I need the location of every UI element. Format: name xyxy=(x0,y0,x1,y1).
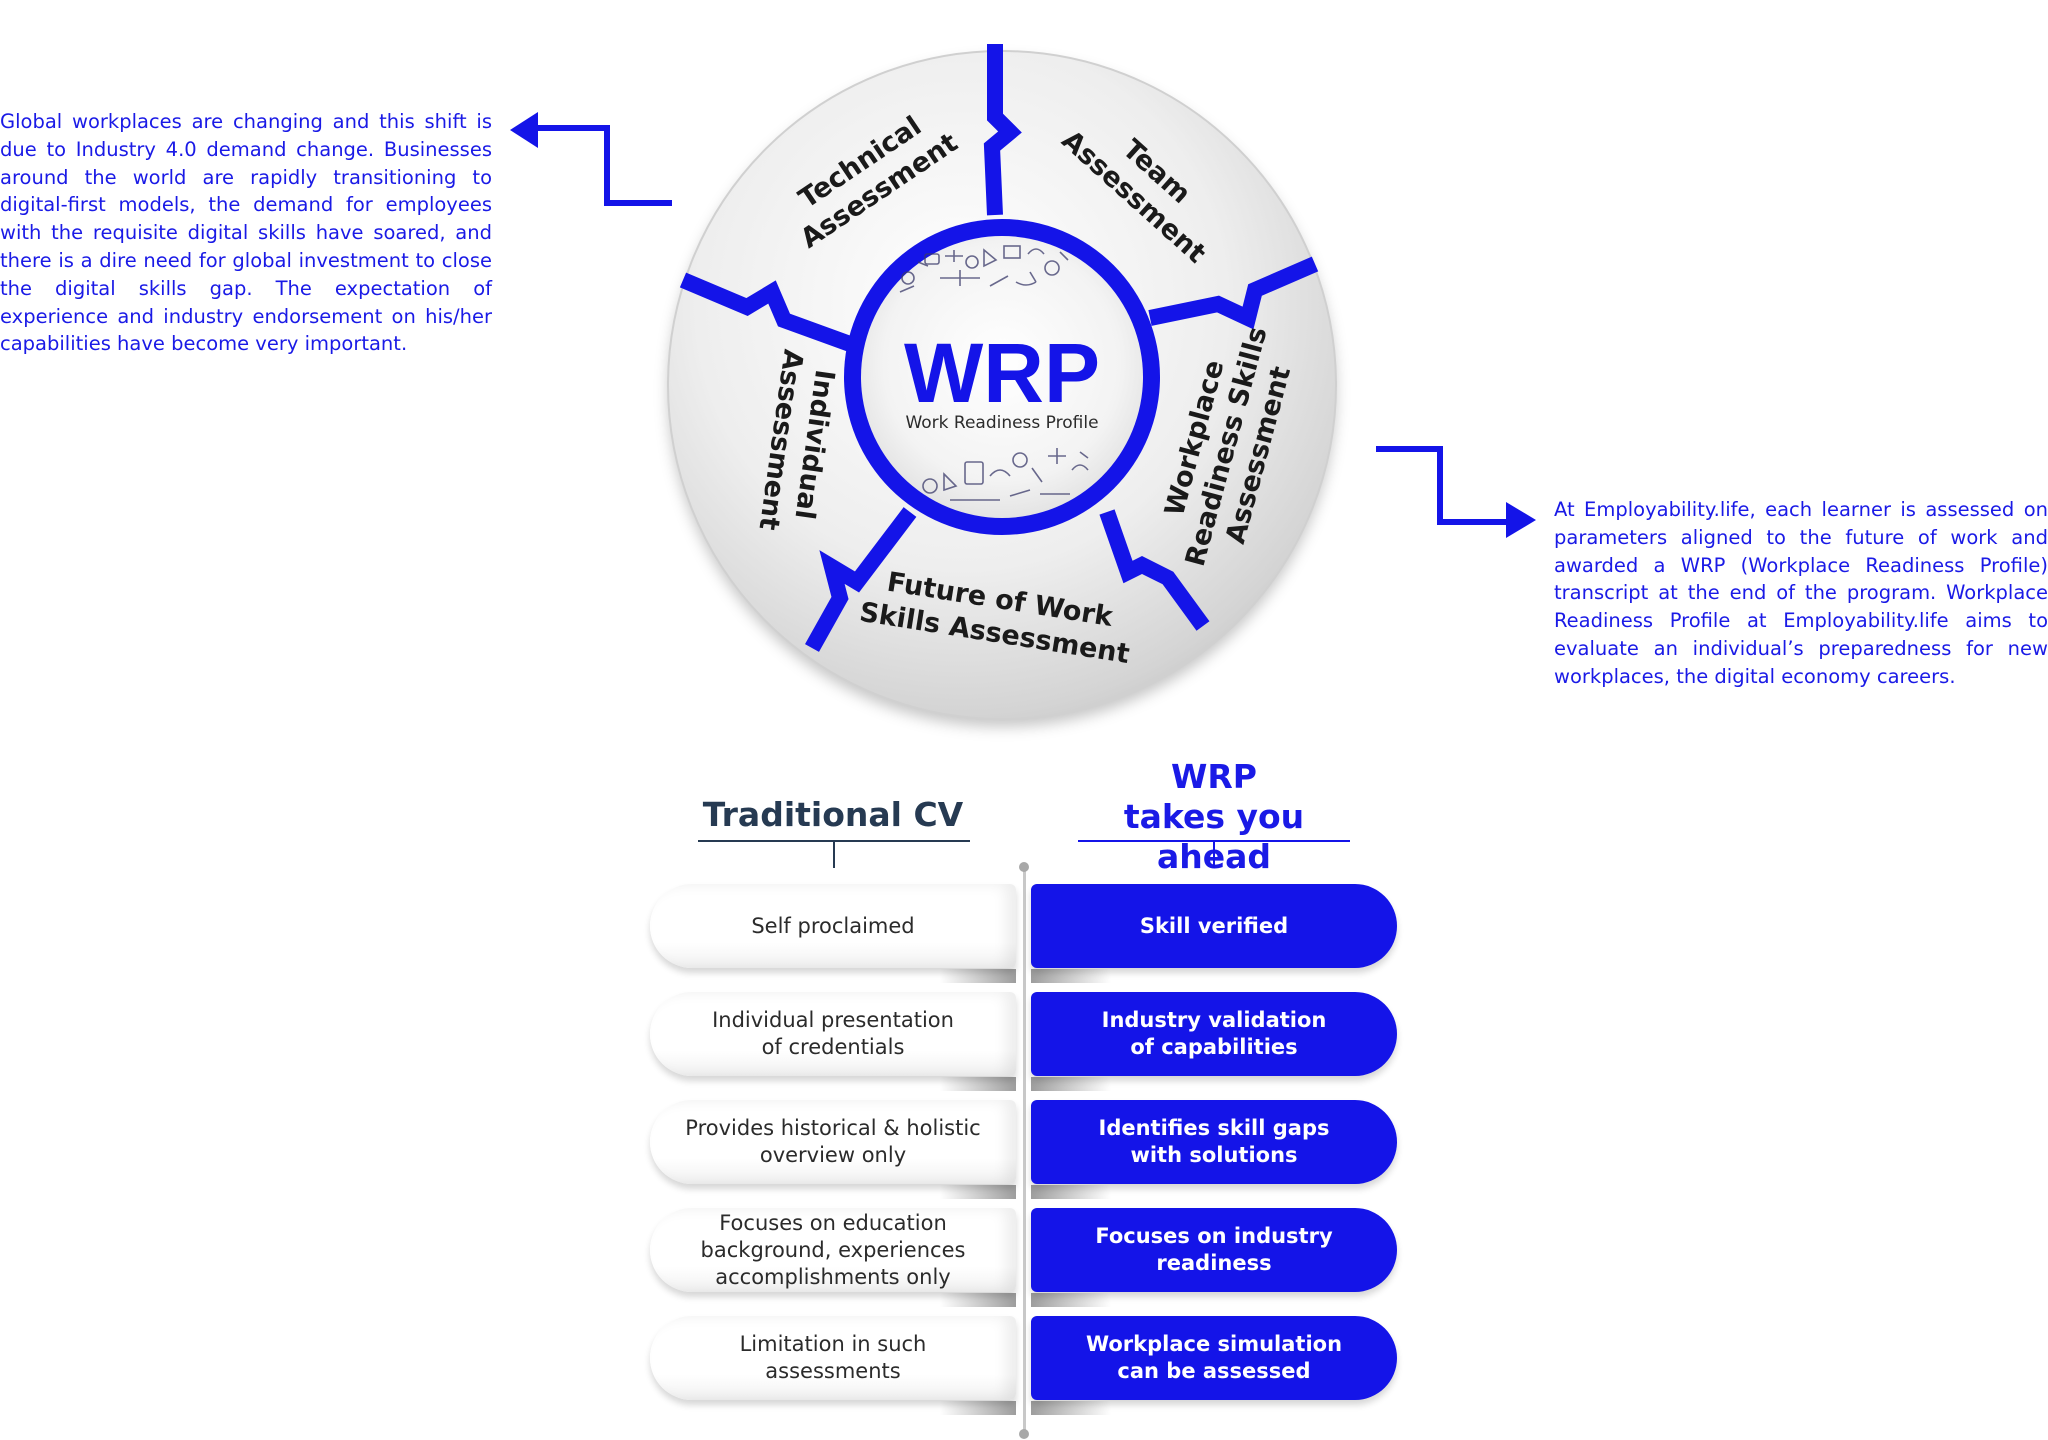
wrp-center-title: WRP xyxy=(904,326,1100,420)
wrp-center-subtitle: Work Readiness Profile xyxy=(905,413,1098,433)
card-shadow-tab xyxy=(1031,1401,1111,1415)
cv-card-individual-presentation: Individual presentation of credentials xyxy=(650,992,1016,1076)
wrp-heading-line1: WRP xyxy=(1171,757,1257,796)
wrp-card-industry-validation: Industry validation of capabilities xyxy=(1031,992,1397,1076)
card-shadow-tab xyxy=(1031,969,1111,983)
divider-dot-bottom xyxy=(1019,1429,1029,1439)
doodle-icons-top xyxy=(899,245,1069,293)
cv-card-historical-overview: Provides historical & holistic overview … xyxy=(650,1100,1016,1184)
center-divider-line xyxy=(1023,868,1026,1438)
wrp-card-skill-gaps: Identifies skill gaps with solutions xyxy=(1031,1100,1397,1184)
cv-heading-tick xyxy=(833,840,835,868)
divider-line xyxy=(1099,509,1210,631)
wrp-card-skill-verified: Skill verified xyxy=(1031,884,1397,968)
cv-card-education-background: Focuses on education background, experie… xyxy=(650,1208,1016,1292)
arrow-connector-left xyxy=(530,125,672,206)
arrow-head-right xyxy=(1506,502,1536,538)
card-shadow-tab xyxy=(940,1077,1016,1091)
doodle-icons-bottom xyxy=(922,448,1089,501)
arrow-head-left xyxy=(510,112,538,148)
cv-card-self-proclaimed: Self proclaimed xyxy=(650,884,1016,968)
card-shadow-tab xyxy=(940,1185,1016,1199)
wrp-card-workplace-simulation: Workplace simulation can be assessed xyxy=(1031,1316,1397,1400)
card-shadow-tab xyxy=(940,1293,1016,1307)
arrow-connector-right xyxy=(1376,446,1510,525)
card-shadow-tab xyxy=(1031,1077,1111,1091)
wrp-heading-tick xyxy=(1213,840,1215,868)
card-shadow-tab xyxy=(940,1401,1016,1415)
intro-paragraph-left: Global workplaces are changing and this … xyxy=(0,110,492,356)
divider-line xyxy=(1148,256,1319,330)
card-shadow-tab xyxy=(940,969,1016,983)
traditional-cv-heading: Traditional CV xyxy=(702,795,964,834)
divider-dot-top xyxy=(1019,862,1029,872)
divider-line xyxy=(983,44,1022,216)
divider-line xyxy=(805,507,917,652)
divider-line xyxy=(679,272,853,352)
cv-card-limitation: Limitation in such assessments xyxy=(650,1316,1016,1400)
card-shadow-tab xyxy=(1031,1185,1111,1199)
card-shadow-tab xyxy=(1031,1293,1111,1307)
intro-paragraph-right: At Employability.life, each learner is a… xyxy=(1554,498,2048,688)
wrp-card-industry-readiness: Focuses on industry readiness xyxy=(1031,1208,1397,1292)
